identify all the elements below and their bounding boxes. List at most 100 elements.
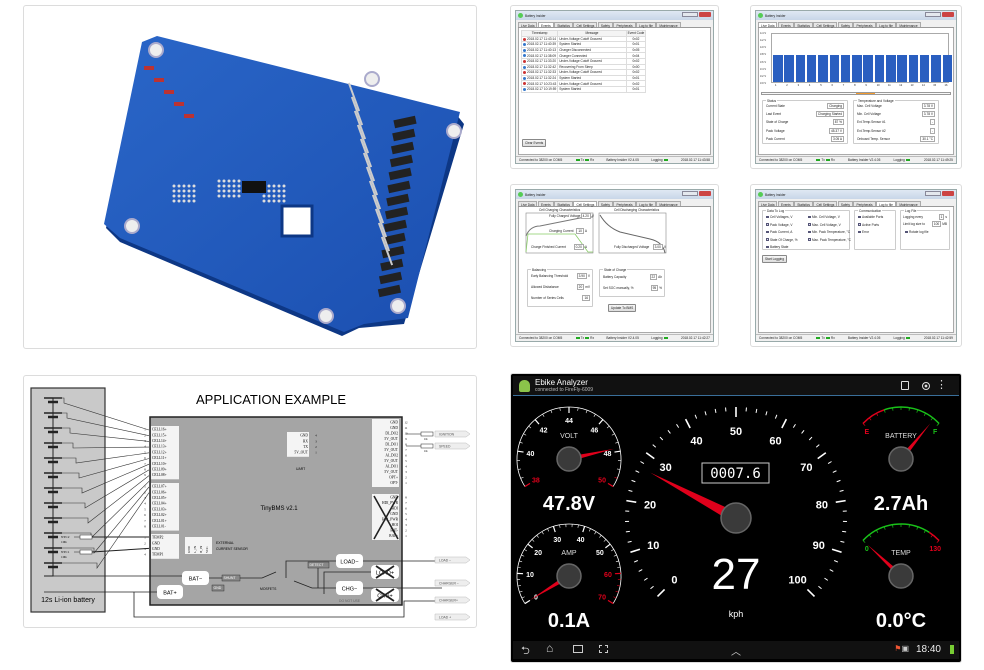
tab-peripherals[interactable]: Peripherals	[853, 22, 876, 28]
tab-statistics[interactable]: Statistics	[554, 22, 573, 28]
field-input[interactable]: 3.78 V	[921, 103, 935, 109]
close-button[interactable]	[699, 12, 711, 17]
back-icon[interactable]: ⮌	[521, 645, 530, 657]
tab-peripherals[interactable]: Peripherals	[613, 201, 636, 207]
tab-cell-settings[interactable]: Cell Settings	[813, 22, 838, 28]
field-input[interactable]: 0.20	[573, 244, 584, 250]
close-button[interactable]	[699, 191, 711, 196]
checkbox-checked[interactable]	[766, 245, 769, 249]
up-caret-icon[interactable]: ︿	[731, 647, 741, 658]
field-input[interactable]: 16	[582, 295, 590, 301]
tab-log-to-file[interactable]: Log to file	[636, 201, 656, 207]
overflow-menu-icon[interactable]: ⋮	[936, 379, 947, 391]
tab-statistics[interactable]: Statistics	[794, 201, 813, 207]
close-button[interactable]	[942, 191, 954, 196]
log-checkbox[interactable]: Max. Pack Temperature, °C	[808, 238, 851, 242]
tab-peripherals[interactable]: Peripherals	[853, 201, 876, 207]
log-checkbox[interactable]: Max. Cell Voltage, V	[808, 223, 841, 227]
tab-log-to-file[interactable]: Log to file	[876, 22, 896, 28]
tab-statistics[interactable]: Statistics	[554, 201, 573, 207]
save-icon[interactable]	[901, 381, 909, 390]
rotate-log-checkbox[interactable]: Rotate log file	[905, 230, 929, 234]
field-input[interactable]: -	[929, 127, 935, 134]
tab-log-to-file[interactable]: Log to file	[876, 201, 896, 207]
start-logging-button[interactable]: Start Logging	[762, 255, 787, 263]
window-controls[interactable]	[682, 191, 698, 196]
field-input[interactable]: Charging Started	[815, 111, 844, 118]
field-input[interactable]: 95	[650, 285, 659, 291]
location-icon[interactable]	[922, 382, 930, 390]
screenshot-icon[interactable]	[599, 645, 608, 653]
home-icon[interactable]: ⌂	[546, 641, 554, 655]
log-checkbox[interactable]: Pack Voltage, V	[766, 223, 793, 227]
log-checkbox[interactable]: Cell Voltages, V	[766, 215, 793, 219]
tab-cell-settings[interactable]: Cell Settings	[573, 22, 598, 28]
log-checkbox[interactable]: Min. Cell Voltage, V	[808, 215, 840, 219]
checkbox-checked[interactable]	[766, 215, 769, 219]
close-button[interactable]	[942, 12, 954, 17]
checkbox-checked[interactable]	[858, 230, 861, 234]
checkbox-checked[interactable]	[808, 230, 811, 234]
checkbox-checked[interactable]	[808, 215, 811, 219]
field-input[interactable]: 1	[938, 214, 945, 220]
tab-peripherals[interactable]: Peripherals	[613, 22, 636, 28]
field-input[interactable]: 3.90	[576, 273, 587, 279]
log-checkbox[interactable]: State Of Charge, %	[766, 238, 798, 242]
tab-maintenance[interactable]: Maintenance	[896, 201, 921, 207]
checkbox-checked[interactable]	[858, 223, 861, 226]
tab-safety[interactable]: Safety	[837, 22, 853, 28]
window-controls[interactable]	[925, 191, 941, 196]
tab-events[interactable]: Events	[537, 201, 554, 207]
tab-maintenance[interactable]: Maintenance	[896, 22, 921, 28]
tab-cell-settings[interactable]: Cell Settings	[813, 201, 838, 207]
window-controls[interactable]	[925, 12, 941, 17]
checkbox-checked[interactable]	[858, 215, 861, 219]
tab-events[interactable]: Events	[537, 22, 554, 28]
tab-log-to-file[interactable]: Log to file	[636, 22, 656, 28]
tab-live-data[interactable]: Live Data	[518, 22, 538, 28]
log-checkbox[interactable]: Available Ports	[858, 215, 883, 219]
update-to-bms-button[interactable]: Update To BMS	[608, 304, 637, 312]
recent-apps-icon[interactable]	[573, 645, 583, 653]
tab-maintenance[interactable]: Maintenance	[656, 22, 681, 28]
field-input[interactable]: 10	[576, 228, 584, 234]
field-input[interactable]: 87 %	[832, 119, 844, 126]
field-input[interactable]: 3.78 V	[921, 111, 935, 118]
field-input[interactable]: -	[929, 119, 935, 126]
tab-live-data[interactable]: Live Data	[758, 22, 778, 28]
checkbox-checked[interactable]	[766, 223, 769, 226]
field-input[interactable]: Charging	[827, 103, 844, 109]
log-checkbox[interactable]: Active Ports	[858, 223, 879, 227]
tab-live-data[interactable]: Live Data	[758, 201, 778, 207]
tab-safety[interactable]: Safety	[597, 201, 613, 207]
tab-events[interactable]: Events	[777, 22, 794, 28]
tab-safety[interactable]: Safety	[597, 22, 613, 28]
tab-cell-settings[interactable]: Cell Settings	[573, 201, 598, 207]
log-checkbox[interactable]: Battery State	[766, 245, 788, 249]
field-input[interactable]: 3.05 A	[830, 135, 844, 142]
tab-safety[interactable]: Safety	[837, 201, 853, 207]
checkbox-checked[interactable]	[766, 238, 769, 241]
tab-live-data[interactable]: Live Data	[518, 201, 538, 207]
field-input[interactable]: 100	[931, 221, 942, 227]
tab-maintenance[interactable]: Maintenance	[656, 201, 681, 207]
field-input[interactable]: 4.20	[580, 213, 591, 219]
checkbox-checked[interactable]	[808, 223, 811, 226]
field-input[interactable]: 3.00	[652, 244, 663, 250]
checkbox-checked[interactable]	[808, 238, 811, 241]
field-input[interactable]: 20	[576, 284, 585, 290]
checkbox-checked[interactable]	[905, 230, 908, 234]
clear-events-button[interactable]: Clear Events	[522, 139, 547, 147]
tab-events[interactable]: Events	[777, 201, 794, 207]
column-header[interactable]: Event Code	[625, 30, 647, 37]
log-checkbox[interactable]: Pack Current, A	[766, 230, 792, 234]
window-controls[interactable]	[682, 12, 698, 17]
field-input[interactable]: 30.1 °C	[920, 135, 935, 142]
tab-statistics[interactable]: Statistics	[794, 22, 813, 28]
field-input[interactable]: 22	[649, 274, 658, 280]
